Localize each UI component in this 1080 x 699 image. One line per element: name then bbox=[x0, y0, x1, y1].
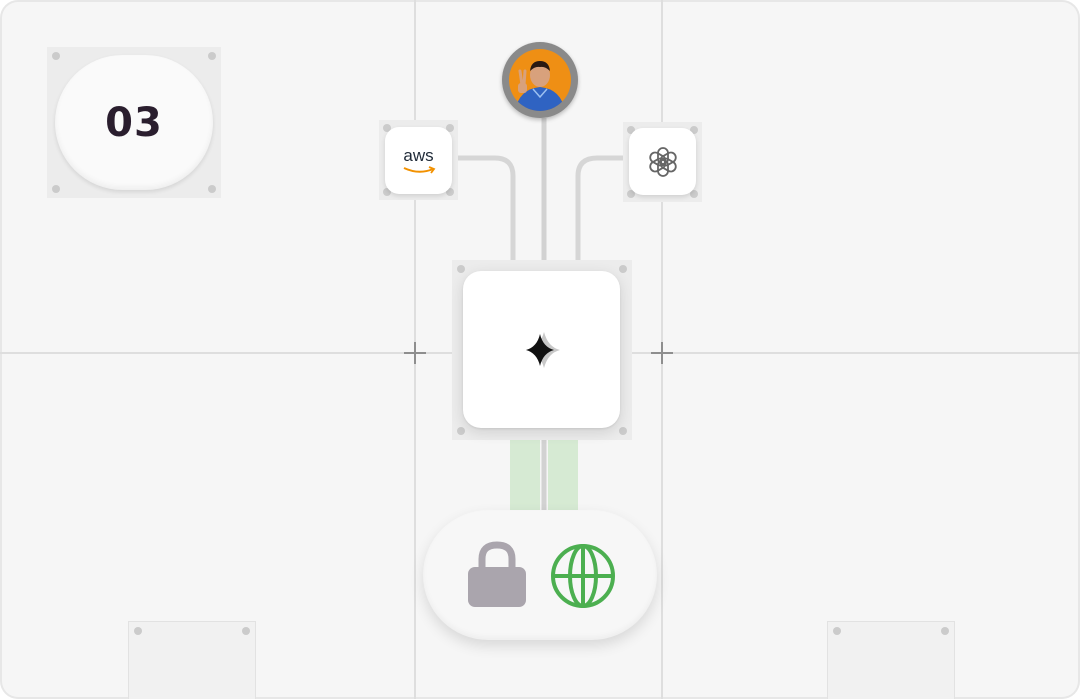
aws-tile[interactable]: aws bbox=[385, 127, 452, 194]
globe-icon bbox=[551, 544, 615, 608]
plus-icon-right bbox=[651, 342, 673, 364]
aws-label: aws bbox=[403, 145, 434, 165]
connector-openai bbox=[575, 155, 628, 272]
avatar-photo bbox=[509, 49, 571, 111]
step-number: 03 bbox=[105, 99, 163, 146]
openai-icon bbox=[648, 146, 677, 177]
bottom-left-mount bbox=[129, 622, 255, 699]
step-badge: 03 bbox=[55, 55, 213, 190]
status-pill bbox=[423, 510, 657, 640]
lock-icon bbox=[468, 541, 526, 607]
avatar[interactable] bbox=[502, 42, 578, 118]
green-connector-right bbox=[548, 428, 578, 510]
bottom-right-mount bbox=[828, 622, 954, 699]
openai-tile[interactable] bbox=[629, 128, 696, 195]
green-connector-left bbox=[510, 428, 540, 510]
connector-aws bbox=[454, 155, 516, 272]
plus-icon-left bbox=[404, 342, 426, 364]
hub-card[interactable] bbox=[463, 271, 620, 428]
sparkle-icon bbox=[525, 331, 560, 368]
aws-icon: aws bbox=[399, 146, 439, 176]
